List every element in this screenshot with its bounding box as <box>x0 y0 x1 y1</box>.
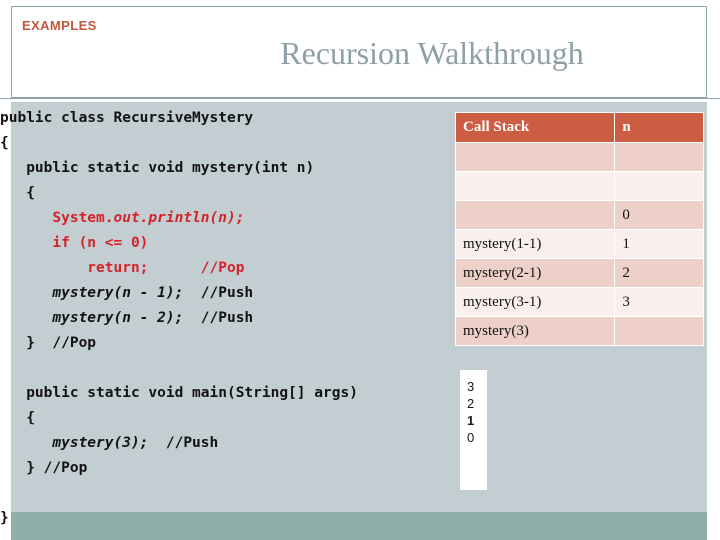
code-line: } <box>0 506 440 531</box>
code-line: mystery(n - 1); //Push <box>0 281 440 306</box>
code-token: public static void main(String[] args) <box>0 385 358 401</box>
eyebrow-label: EXAMPLES <box>22 18 97 33</box>
code-token: mystery(n - 2); <box>0 310 184 326</box>
column-header-call-stack: Call Stack <box>456 113 615 142</box>
cell-n <box>615 172 703 200</box>
code-line: if (n <= 0) <box>0 231 440 256</box>
code-token: //Push <box>183 310 254 326</box>
code-token: { <box>0 135 9 151</box>
code-line: public static void main(String[] args) <box>0 381 440 406</box>
code-line: { <box>0 131 440 156</box>
code-token: mystery(n - 1); <box>0 285 184 301</box>
cell-call <box>456 172 615 200</box>
output-line: 2 <box>467 396 475 411</box>
page-title: Recursion Walkthrough <box>280 35 584 71</box>
code-token: public class RecursiveMystery <box>0 110 254 126</box>
cell-n: 0 <box>615 201 703 229</box>
code-token: } <box>0 510 9 526</box>
code-line: { <box>0 181 440 206</box>
code-line: } //Pop <box>0 456 440 481</box>
code-token: public static void mystery(int n) <box>0 160 315 176</box>
table-row: mystery(3-1)3 <box>456 288 703 316</box>
output-line: 3 <box>467 379 475 394</box>
code-listing: public class RecursiveMystery { public st… <box>0 106 440 531</box>
table-row: 0 <box>456 201 703 229</box>
table-row: mystery(2-1)2 <box>456 259 703 287</box>
output-line: 1 <box>467 413 475 428</box>
panel-left-margin <box>0 102 11 512</box>
code-line: System.out.println(n); <box>0 206 440 231</box>
cell-call: mystery(3-1) <box>456 288 615 316</box>
cell-call: mystery(3) <box>456 317 615 345</box>
code-line: { <box>0 406 440 431</box>
table-row <box>456 172 703 200</box>
cell-n <box>615 143 703 171</box>
cell-n <box>615 317 703 345</box>
code-token: System. <box>0 210 114 226</box>
code-token: } //Pop <box>0 460 88 476</box>
cell-call <box>456 143 615 171</box>
call-stack-table-head: Call Stack n <box>456 113 703 142</box>
code-line: } //Pop <box>0 331 440 356</box>
cell-n: 3 <box>615 288 703 316</box>
code-token: } //Pop <box>0 335 97 351</box>
output-line: 0 <box>467 430 475 445</box>
code-token: return; <box>0 260 201 276</box>
code-token: out.println(n); <box>113 210 245 226</box>
header-divider <box>0 98 720 99</box>
cell-n: 2 <box>615 259 703 287</box>
code-line: mystery(3); //Push <box>0 431 440 456</box>
code-token: //Push <box>148 435 219 451</box>
column-header-n: n <box>615 113 703 142</box>
code-token: { <box>0 410 35 426</box>
cell-call: mystery(2-1) <box>456 259 615 287</box>
code-token: { <box>0 185 35 201</box>
table-header-row: Call Stack n <box>456 113 703 142</box>
code-token: //Pop <box>200 260 245 276</box>
header-box: EXAMPLES Recursion Walkthrough <box>11 6 707 98</box>
code-line <box>0 481 440 506</box>
code-token: if (n <= 0) <box>0 235 149 251</box>
code-token: mystery(3); <box>0 435 149 451</box>
console-output-box: 3 2 1 0 <box>460 370 487 490</box>
footer-bar <box>11 512 707 540</box>
code-token: //Push <box>183 285 254 301</box>
code-line: public static void mystery(int n) <box>0 156 440 181</box>
cell-call <box>456 201 615 229</box>
code-line: return; //Pop <box>0 256 440 281</box>
cell-call: mystery(1-1) <box>456 230 615 258</box>
code-line: mystery(n - 2); //Push <box>0 306 440 331</box>
code-line <box>0 356 440 381</box>
code-line: public class RecursiveMystery <box>0 106 440 131</box>
table-row <box>456 143 703 171</box>
table-row: mystery(1-1)1 <box>456 230 703 258</box>
cell-n: 1 <box>615 230 703 258</box>
table-row: mystery(3) <box>456 317 703 345</box>
